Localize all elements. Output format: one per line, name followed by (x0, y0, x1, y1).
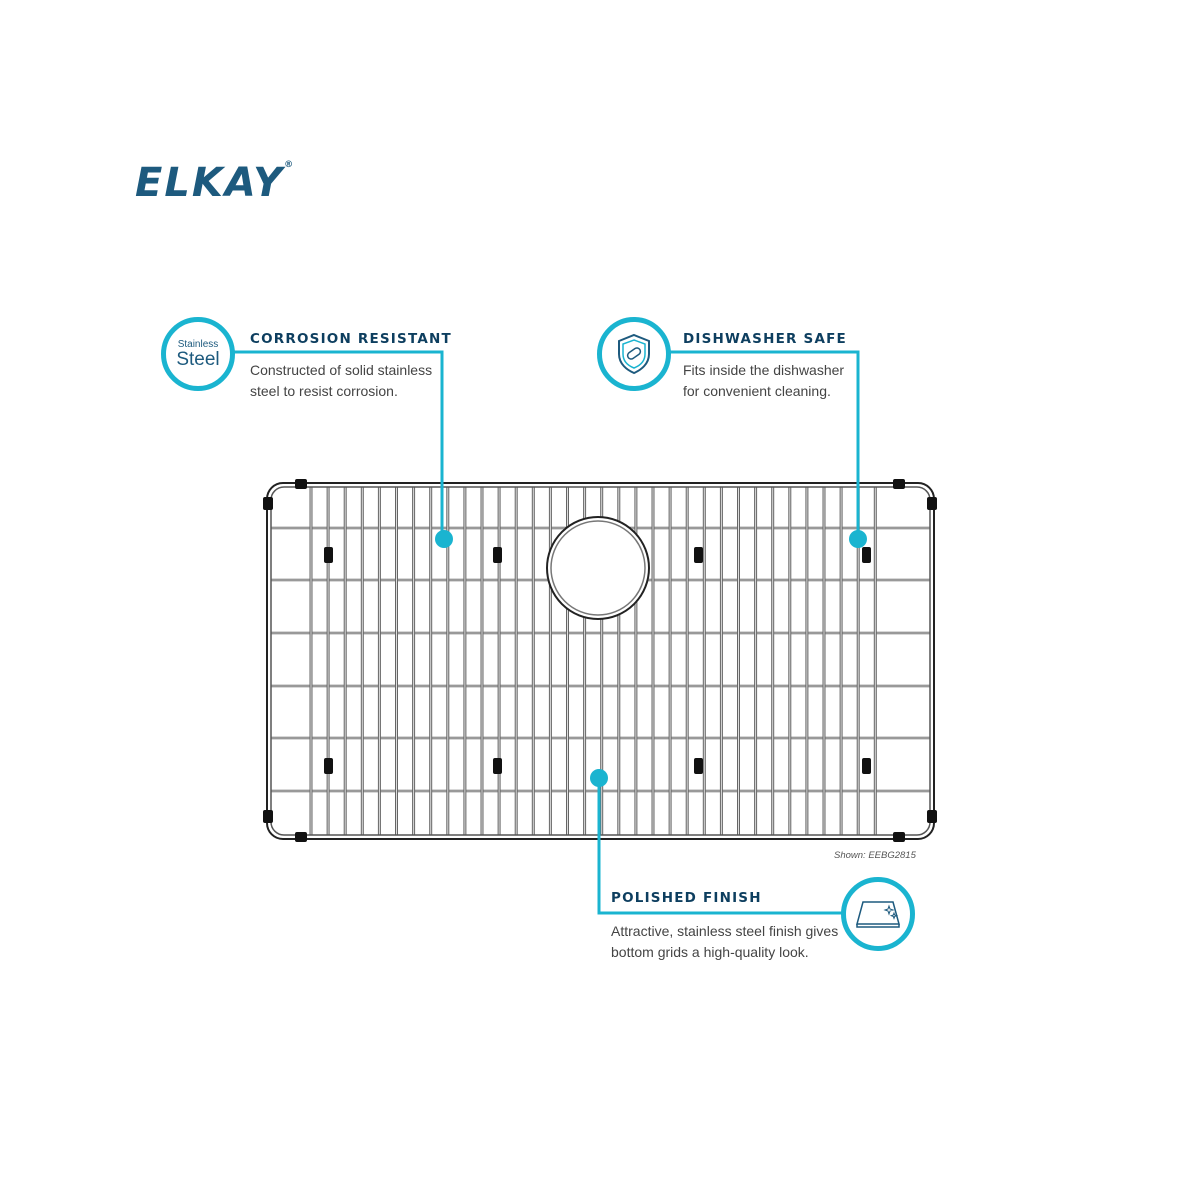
bumper-foot (862, 758, 871, 774)
corner-clip (893, 832, 905, 842)
polished-surface-icon (841, 877, 915, 951)
corner-clip (893, 479, 905, 489)
corner-clip (263, 810, 273, 823)
corner-clip (295, 832, 307, 842)
feature-title-dishwasher: DISHWASHER SAFE (683, 331, 847, 347)
corner-clip (927, 810, 937, 823)
bumper-foot (493, 547, 502, 563)
feature-desc-polished: Attractive, stainless steel finish gives… (611, 923, 839, 960)
corner-clip (295, 479, 307, 489)
feature-title-polished: POLISHED FINISH (611, 890, 762, 906)
corner-clip (263, 497, 273, 510)
bumper-feet (263, 479, 937, 842)
callout-dot-polished (590, 769, 608, 787)
bumper-foot (862, 547, 871, 563)
elkay-logo: ELKAY® (135, 160, 296, 206)
bumper-foot (694, 547, 703, 563)
callout-dot-dishwasher (849, 530, 867, 548)
shield-dishwasher-icon (597, 317, 671, 391)
callout-line-corrosion (225, 350, 444, 538)
callout-line-polished (597, 778, 842, 915)
bumper-foot (493, 758, 502, 774)
callout-dot-corrosion (435, 530, 453, 548)
bumper-foot (324, 758, 333, 774)
bumper-foot (324, 547, 333, 563)
drain-opening (546, 516, 650, 620)
corner-clip (927, 497, 937, 510)
stainless-steel-badge: Stainless Steel (161, 317, 235, 391)
bumper-foot (694, 758, 703, 774)
feature-title-corrosion: CORROSION RESISTANT (250, 331, 452, 347)
model-caption: Shown: EEBG2815 (834, 850, 916, 861)
callout-line-dishwasher (660, 350, 860, 538)
